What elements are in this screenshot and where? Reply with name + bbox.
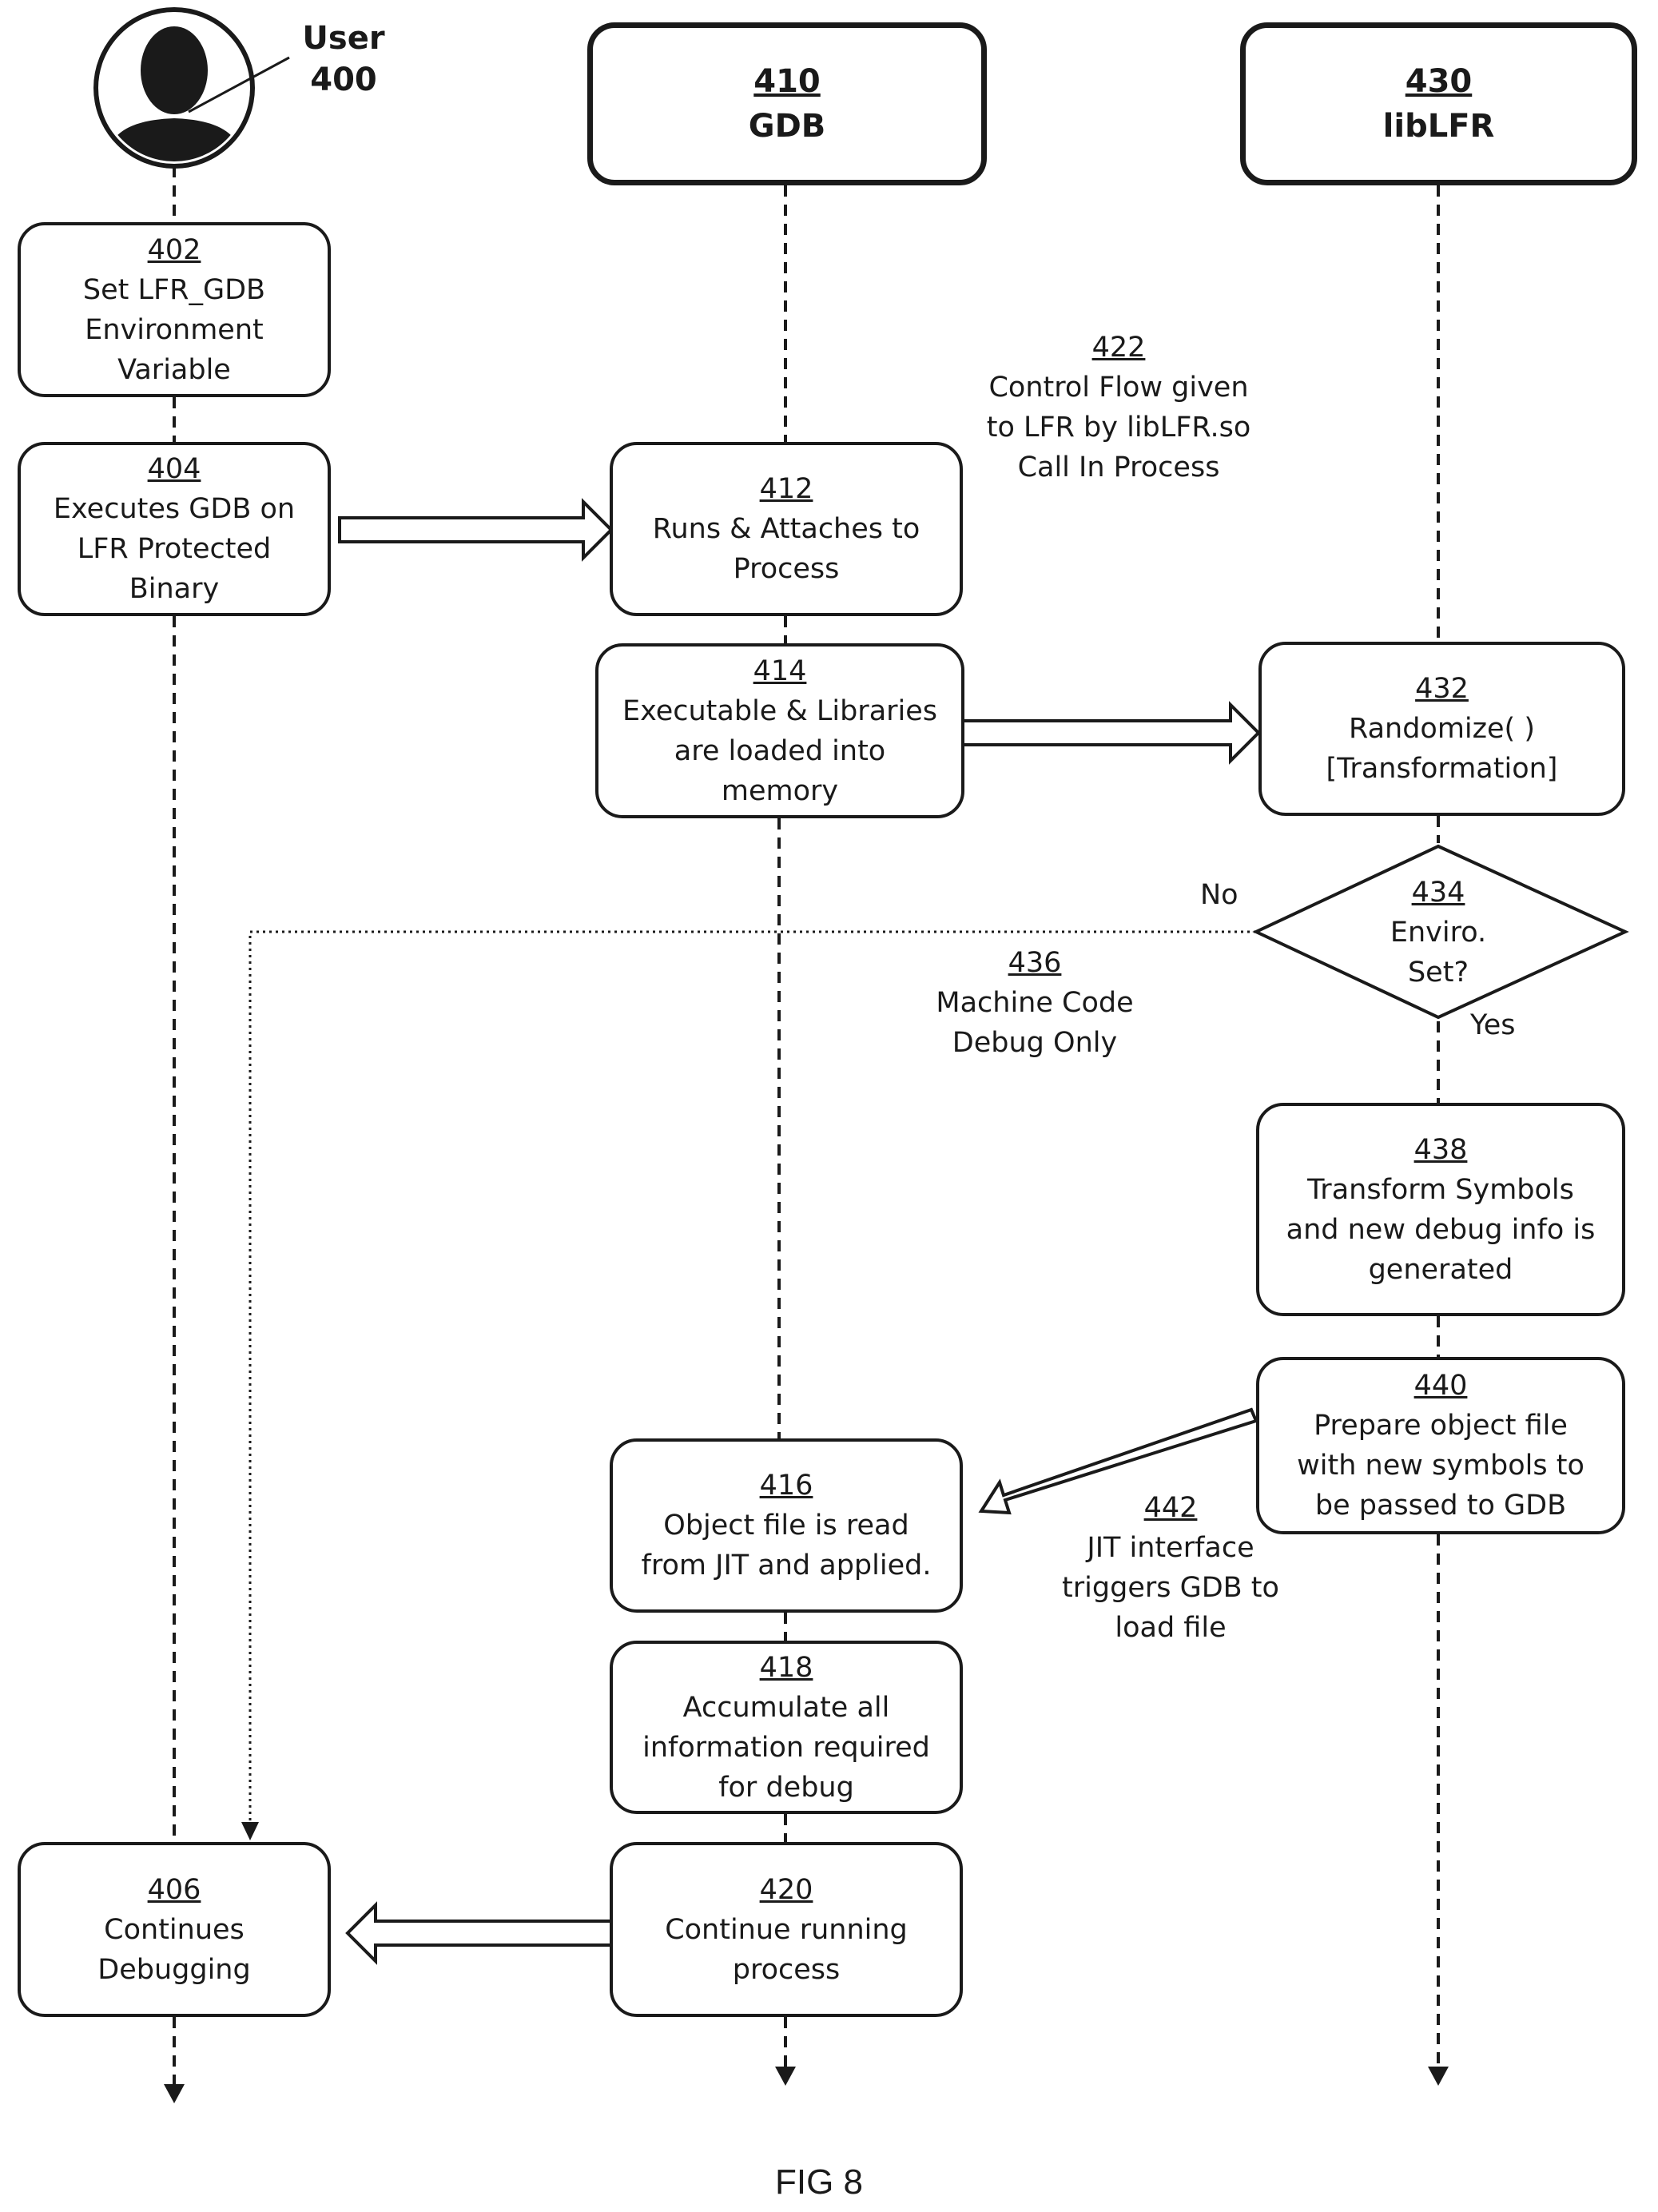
step-text: Set LFR_GDB Environment Variable: [83, 270, 265, 390]
user-label-text: User: [296, 18, 392, 59]
liblfr-lifeline-end-arrow: [1428, 2067, 1449, 2086]
note-number: 436: [895, 943, 1175, 983]
note-422: 422 Control Flow given to LFR by libLFR.…: [959, 328, 1278, 487]
step-number: 416: [760, 1466, 813, 1506]
step-406-box: 406 Continues Debugging: [18, 1842, 331, 2017]
step-text: Randomize( ) [Transformation]: [1326, 709, 1558, 789]
step-text: Runs & Attaches to Process: [653, 509, 920, 589]
step-text: Prepare object file with new symbols to …: [1297, 1406, 1584, 1526]
note-text: Control Flow given to LFR by libLFR.so C…: [959, 368, 1278, 487]
step-text: Transform Symbols and new debug info is …: [1286, 1170, 1596, 1290]
arrow-414-to-432: [963, 705, 1258, 761]
step-number: 406: [148, 1870, 201, 1910]
figure-caption: FIG 8: [775, 2162, 863, 2202]
step-text: Executable & Libraries are loaded into m…: [622, 691, 937, 811]
step-text: Executes GDB on LFR Protected Binary: [54, 489, 295, 609]
no-path-arrowhead: [241, 1822, 259, 1840]
step-number: 418: [760, 1648, 813, 1688]
step-number: 432: [1415, 669, 1469, 709]
step-number: 412: [760, 469, 813, 509]
note-number: 422: [959, 328, 1278, 368]
decision-number: 434: [1358, 873, 1518, 913]
note-436: 436 Machine Code Debug Only: [895, 943, 1175, 1063]
step-420-box: 420 Continue running process: [610, 1842, 963, 2017]
step-414-box: 414 Executable & Libraries are loaded in…: [595, 643, 964, 818]
step-number: 404: [148, 449, 201, 489]
lane-header-gdb: 410 GDB: [587, 22, 987, 185]
note-number: 442: [1031, 1488, 1310, 1528]
arrow-404-to-412: [340, 502, 611, 558]
step-number: 420: [760, 1870, 813, 1910]
decision-question: Enviro. Set?: [1358, 913, 1518, 993]
user-label: User 400: [296, 18, 392, 101]
step-text: Continues Debugging: [97, 1910, 250, 1990]
note-text: Machine Code Debug Only: [895, 983, 1175, 1063]
decision-434-text: 434 Enviro. Set?: [1358, 873, 1518, 993]
step-number: 438: [1414, 1130, 1468, 1170]
step-text: Accumulate all information required for …: [642, 1688, 930, 1808]
step-number: 414: [753, 651, 807, 691]
step-text: Continue running process: [665, 1910, 908, 1990]
step-432-box: 432 Randomize( ) [Transformation]: [1258, 642, 1625, 816]
step-418-box: 418 Accumulate all information required …: [610, 1641, 963, 1814]
note-442: 442 JIT interface triggers GDB to load f…: [1031, 1488, 1310, 1648]
step-416-box: 416 Object file is read from JIT and app…: [610, 1438, 963, 1613]
step-404-box: 404 Executes GDB on LFR Protected Binary: [18, 442, 331, 616]
user-avatar: [96, 10, 289, 172]
gdb-lifeline-end-arrow: [775, 2067, 796, 2086]
note-text: JIT interface triggers GDB to load file: [1031, 1528, 1310, 1648]
step-number: 402: [148, 230, 201, 270]
user-number: 400: [296, 59, 392, 101]
step-412-box: 412 Runs & Attaches to Process: [610, 442, 963, 616]
lane-header-liblfr: 430 libLFR: [1240, 22, 1637, 185]
step-438-box: 438 Transform Symbols and new debug info…: [1256, 1103, 1625, 1316]
lane-title: libLFR: [1383, 104, 1495, 149]
lane-number: 410: [753, 59, 821, 104]
step-text: Object file is read from JIT and applied…: [642, 1506, 932, 1585]
lane-number: 430: [1406, 59, 1473, 104]
step-440-box: 440 Prepare object file with new symbols…: [1256, 1357, 1625, 1534]
arrow-420-to-406: [348, 1905, 611, 1961]
decision-yes-label: Yes: [1470, 1009, 1516, 1041]
decision-no-label: No: [1200, 879, 1239, 911]
step-402-box: 402 Set LFR_GDB Environment Variable: [18, 222, 331, 397]
user-lifeline-end-arrow: [164, 2084, 185, 2103]
step-number: 440: [1414, 1366, 1468, 1406]
lane-title: GDB: [749, 104, 826, 149]
